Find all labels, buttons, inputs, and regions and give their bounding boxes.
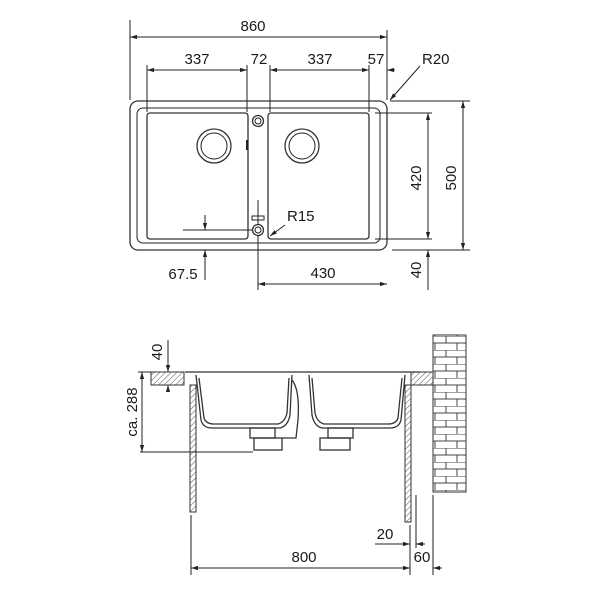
dim-rim-height: 40 [149, 344, 166, 361]
right-drain-icon [284, 128, 320, 164]
dim-drain-offset: 67.5 [168, 266, 197, 283]
countertop-left [150, 371, 185, 386]
side-view: 40 ca. 288 800 20 60 [124, 334, 467, 575]
label-radius-inner: R15 [287, 208, 315, 225]
dim-half-width: 430 [310, 265, 335, 282]
cabinet-left-panel [189, 384, 197, 513]
left-bowl [146, 112, 249, 240]
dim-installation-depth: ca. 288 [124, 387, 141, 436]
dim-overall-width: 860 [240, 18, 265, 35]
sink-section [185, 371, 420, 451]
tap-hole-icon [251, 114, 265, 128]
dim-wall-gap: 60 [414, 549, 431, 566]
label-radius-outer: R20 [422, 51, 450, 68]
dim-right-margin: 57 [368, 51, 385, 68]
dim-right-bowl-width: 337 [307, 51, 332, 68]
right-bowl [267, 112, 370, 240]
left-drain-icon [196, 128, 232, 164]
dim-panel-thickness: 20 [377, 526, 394, 543]
side-dimension-lines [138, 340, 442, 575]
dim-overall-depth: 500 [443, 165, 460, 190]
cabinet-right-panel [404, 384, 412, 523]
wall-icon [432, 334, 467, 493]
dim-left-bowl-width: 337 [184, 51, 209, 68]
dim-front-margin: 40 [408, 262, 425, 279]
dim-divider-width: 72 [251, 51, 268, 68]
dim-cabinet-width: 800 [291, 549, 316, 566]
top-view: 860 337 72 337 57 R20 R15 420 500 40 430… [129, 18, 470, 290]
sink-outline [129, 100, 388, 251]
dim-bowl-depth: 420 [408, 165, 425, 190]
dimension-lines [129, 20, 470, 290]
countertop-right [410, 371, 434, 386]
